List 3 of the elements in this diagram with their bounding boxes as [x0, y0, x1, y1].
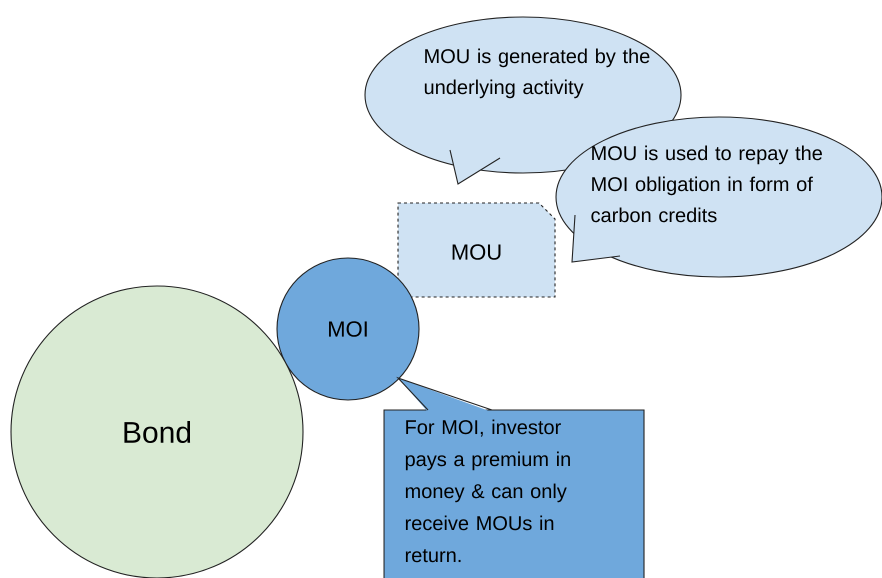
- dashed-box: MOU: [397, 202, 556, 298]
- speech-bubble: MOU is used to repay the MOI obligation in form of carbon credits: [555, 116, 882, 278]
- callout-box: For MOI, investor pays a premium in money & can only receive MOUs in return.: [383, 376, 645, 578]
